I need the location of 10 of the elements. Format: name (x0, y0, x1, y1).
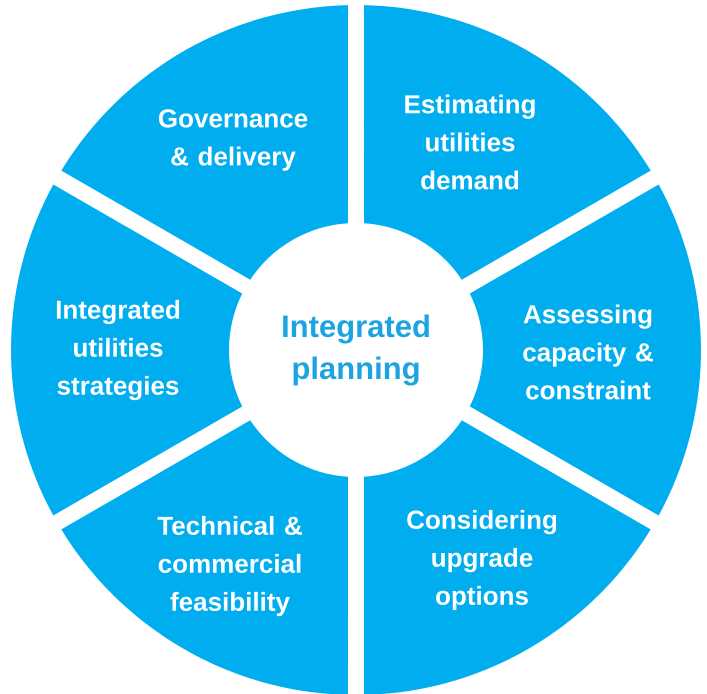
wheel-segment: Governance & delivery (61, 5, 348, 280)
node-label: Governance & delivery (158, 109, 308, 171)
wheel-segment: Considering upgrade options (364, 420, 651, 694)
node-label: Technical & commercial feasibility (158, 516, 302, 616)
node-label: Integrated utilities strategies (56, 300, 180, 400)
node-label: Assessing capacity & constraint (523, 304, 653, 400)
wheel-segment: Technical & commercial feasibility (61, 420, 348, 694)
wheel-segment: Estimating utilities demand (364, 5, 651, 280)
wheel-segment: Integrated utilities strategies (11, 184, 242, 516)
center-title: Integrated planning (283, 314, 429, 386)
